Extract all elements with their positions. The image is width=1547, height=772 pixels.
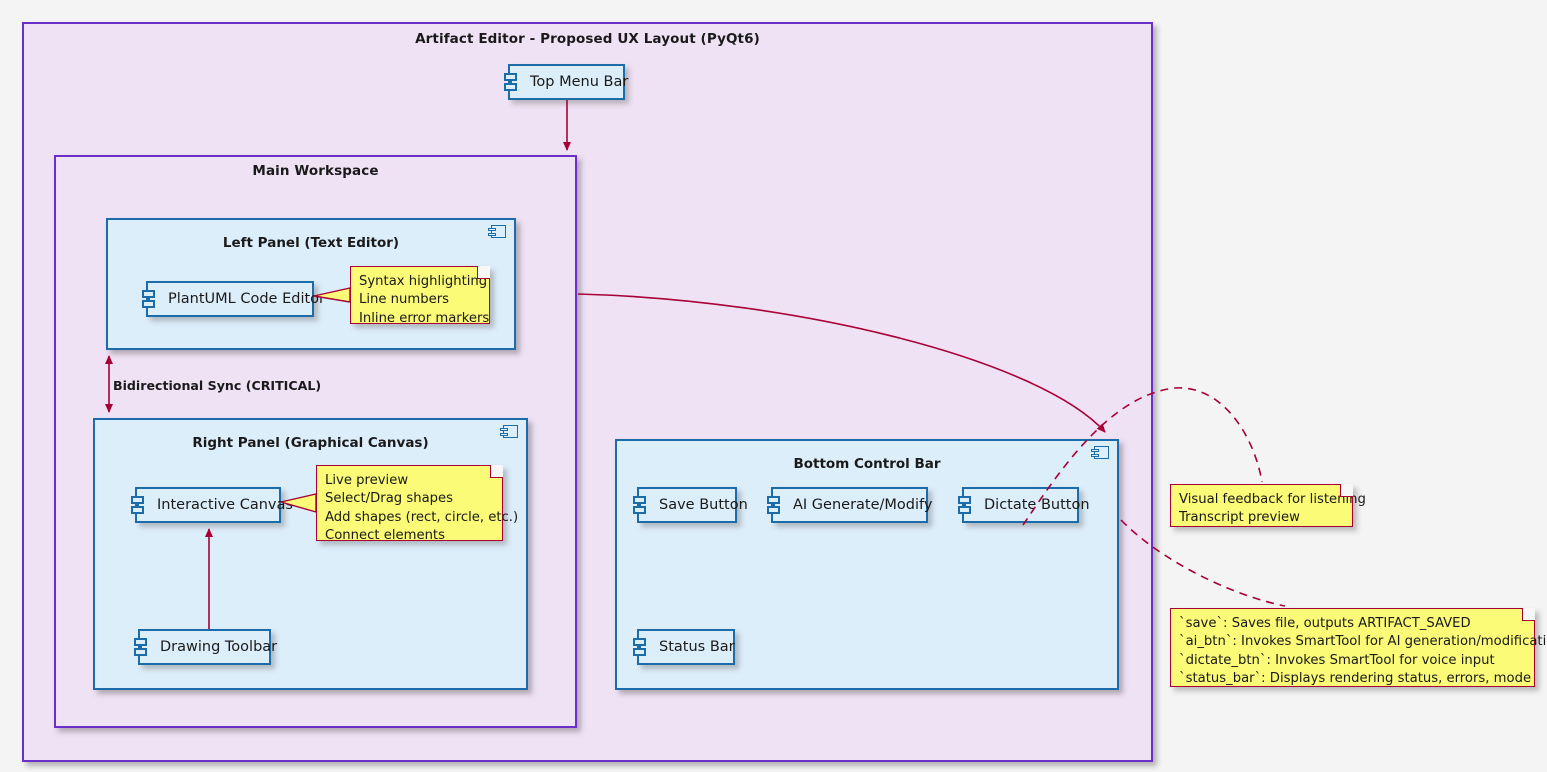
component-icon bbox=[1091, 446, 1109, 459]
bottom-bar-title: Bottom Control Bar bbox=[793, 456, 941, 472]
component-port-top bbox=[633, 638, 646, 646]
component-spine bbox=[510, 77, 512, 87]
left-panel-title: Left Panel (Text Editor) bbox=[222, 235, 400, 251]
component-ai-generate-modify[interactable]: AI Generate/Modify bbox=[767, 487, 932, 523]
component-label: Status Bar bbox=[659, 639, 735, 655]
component-port-top bbox=[633, 496, 646, 504]
component-label: AI Generate/Modify bbox=[793, 497, 933, 513]
note-line: Visual feedback for listening bbox=[1179, 492, 1366, 507]
note-fold-corner bbox=[490, 465, 503, 478]
note-canvas-features: Live preview Select/Drag shapes Add shap… bbox=[316, 465, 519, 543]
edge-label-bidirectional-sync: Bidirectional Sync (CRITICAL) bbox=[113, 378, 322, 393]
component-port-top bbox=[131, 496, 144, 504]
note-editor-features: Syntax highlighting Line numbers Inline … bbox=[350, 266, 490, 326]
note-line: Inline error markers bbox=[359, 310, 490, 326]
component-spine bbox=[137, 500, 139, 510]
component-port-bottom bbox=[958, 506, 971, 514]
component-port-top bbox=[504, 73, 517, 81]
component-port-top bbox=[958, 496, 971, 504]
component-label: Drawing Toolbar bbox=[160, 639, 278, 655]
component-label: Interactive Canvas bbox=[157, 497, 293, 513]
component-port-top bbox=[767, 496, 780, 504]
component-port-bottom bbox=[633, 648, 646, 656]
component-status-bar[interactable]: Status Bar bbox=[633, 629, 735, 665]
component-spine bbox=[140, 642, 142, 652]
component-plantuml-code-editor[interactable]: PlantUML Code Editor bbox=[142, 281, 325, 317]
component-spine bbox=[639, 500, 641, 510]
note-line: Add shapes (rect, circle, etc.) bbox=[325, 509, 519, 525]
note-line: Transcript preview bbox=[1179, 510, 1300, 526]
note-fold-corner bbox=[477, 266, 490, 279]
component-port-bottom bbox=[504, 83, 517, 91]
component-port-bottom bbox=[633, 506, 646, 514]
component-port-bottom bbox=[767, 506, 780, 514]
note-line: Live preview bbox=[325, 473, 409, 488]
component-port-top bbox=[142, 290, 155, 298]
note-fold-corner bbox=[1522, 608, 1535, 621]
component-spine bbox=[964, 500, 966, 510]
component-port-bottom bbox=[142, 300, 155, 308]
component-label: Dictate Button bbox=[984, 497, 1090, 513]
component-label: Save Button bbox=[659, 497, 748, 513]
note-line: Line numbers bbox=[359, 292, 450, 308]
note-line: Syntax highlighting bbox=[359, 274, 488, 289]
component-port-bottom bbox=[134, 648, 147, 656]
note-line: Connect elements bbox=[325, 528, 445, 544]
note-line: `ai_btn`: Invokes SmartTool for AI gener… bbox=[1179, 634, 1547, 650]
component-spine bbox=[773, 500, 775, 510]
component-top-menu-bar[interactable]: Top Menu Bar bbox=[504, 64, 628, 100]
note-line: Select/Drag shapes bbox=[325, 491, 454, 507]
main-workspace-title: Main Workspace bbox=[252, 163, 379, 179]
note-line: `status_bar`: Displays rendering status,… bbox=[1179, 671, 1532, 687]
right-panel-title: Right Panel (Graphical Canvas) bbox=[192, 435, 429, 451]
component-label: Top Menu Bar bbox=[530, 74, 629, 90]
component-drawing-toolbar[interactable]: Drawing Toolbar bbox=[134, 629, 277, 665]
component-icon bbox=[488, 225, 506, 238]
component-icon bbox=[500, 425, 518, 438]
component-save-button[interactable]: Save Button bbox=[633, 487, 748, 523]
component-dictate-button[interactable]: Dictate Button bbox=[958, 487, 1090, 523]
note-fold-corner bbox=[1340, 484, 1353, 497]
component-label: PlantUML Code Editor bbox=[168, 291, 325, 307]
note-dictate-feedback: Visual feedback for listening Transcript… bbox=[1170, 484, 1366, 527]
component-spine bbox=[639, 642, 641, 652]
note-control-bar-behaviour: `save`: Saves file, outputs ARTIFACT_SAV… bbox=[1170, 608, 1547, 687]
component-interactive-canvas[interactable]: Interactive Canvas bbox=[131, 487, 293, 523]
component-port-top bbox=[134, 638, 147, 646]
component-port-bottom bbox=[131, 506, 144, 514]
component-spine bbox=[148, 294, 150, 304]
diagram-title: Artifact Editor - Proposed UX Layout (Py… bbox=[415, 31, 760, 47]
note-line: `save`: Saves file, outputs ARTIFACT_SAV… bbox=[1179, 616, 1471, 631]
note-line: `dictate_btn`: Invokes SmartTool for voi… bbox=[1179, 652, 1495, 668]
